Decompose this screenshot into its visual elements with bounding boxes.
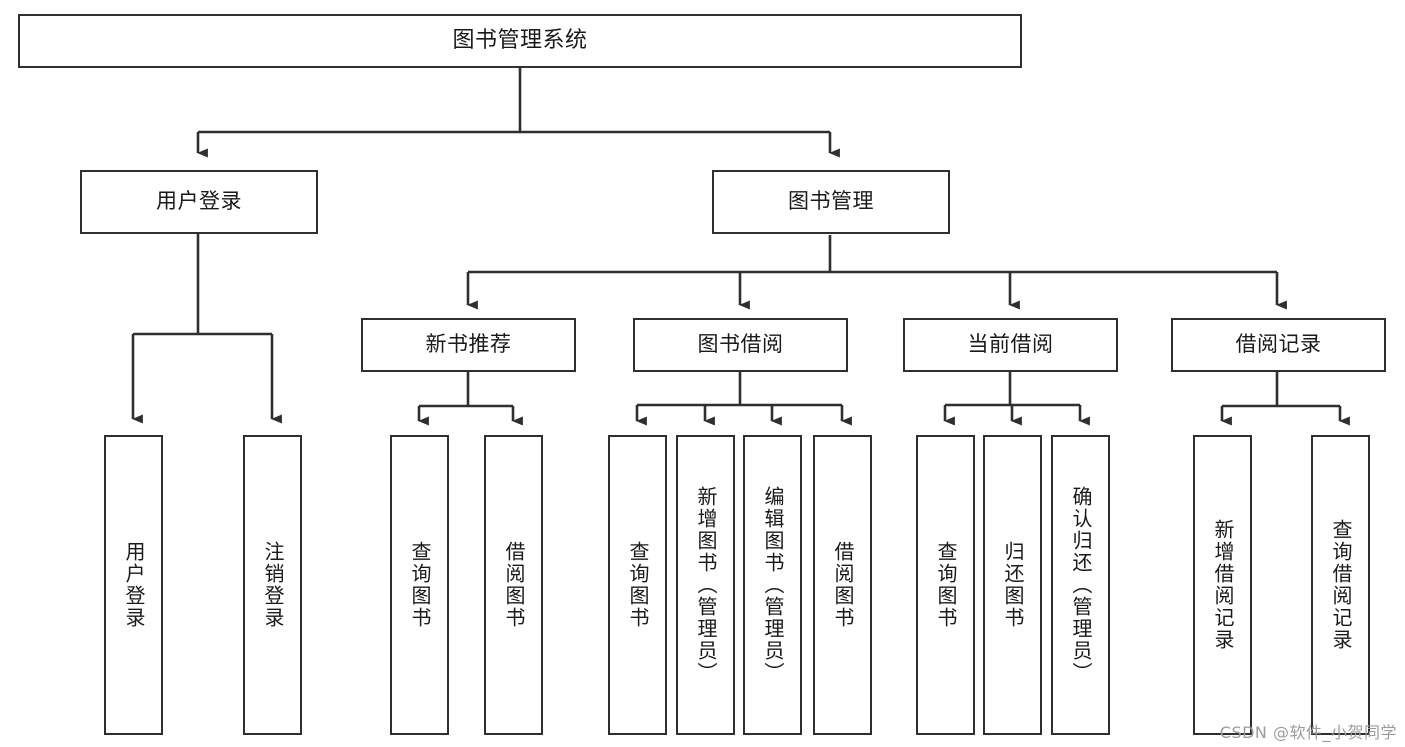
leaf-add-record[interactable]: 新增借阅记录 <box>1193 435 1252 735</box>
leaf-query-books-2[interactable]: 查询图书 <box>608 435 667 735</box>
leaf-user-login[interactable]: 用户登录 <box>104 435 163 735</box>
leaf-edit-book-label: 编辑图书（管理员） <box>761 486 785 684</box>
node-borrow-records-label: 借阅记录 <box>1235 332 1322 357</box>
node-book-borrow-label: 图书借阅 <box>697 332 784 357</box>
leaf-query-record-label: 查询借阅记录 <box>1329 519 1353 651</box>
leaf-query-record[interactable]: 查询借阅记录 <box>1311 435 1370 735</box>
leaf-add-book-label: 新增图书（管理员） <box>694 486 718 684</box>
node-root[interactable]: 图书管理系统 <box>18 14 1022 68</box>
leaf-confirm-return[interactable]: 确认归还（管理员） <box>1051 435 1110 735</box>
node-current-borrow[interactable]: 当前借阅 <box>903 318 1118 372</box>
leaf-query-books-3-label: 查询图书 <box>934 541 958 629</box>
leaf-edit-book[interactable]: 编辑图书（管理员） <box>743 435 802 735</box>
leaf-logout[interactable]: 注销登录 <box>243 435 302 735</box>
watermark: CSDN @软件_小贺同学 <box>1219 723 1397 742</box>
leaf-query-books-1-label: 查询图书 <box>408 541 432 629</box>
leaf-borrow-books-2[interactable]: 借阅图书 <box>813 435 872 735</box>
node-new-book-recommend[interactable]: 新书推荐 <box>361 318 576 372</box>
leaf-add-book[interactable]: 新增图书（管理员） <box>676 435 735 735</box>
leaf-query-books-2-label: 查询图书 <box>626 541 650 629</box>
node-book-borrow[interactable]: 图书借阅 <box>633 318 848 372</box>
node-user-login-label: 用户登录 <box>156 189 242 214</box>
leaf-return-book[interactable]: 归还图书 <box>983 435 1042 735</box>
node-book-management[interactable]: 图书管理 <box>712 170 950 234</box>
node-user-login[interactable]: 用户登录 <box>80 170 318 234</box>
leaf-user-login-label: 用户登录 <box>122 541 146 629</box>
node-book-management-label: 图书管理 <box>788 189 874 214</box>
leaf-return-book-label: 归还图书 <box>1001 541 1025 629</box>
leaf-add-record-label: 新增借阅记录 <box>1211 519 1235 651</box>
leaf-confirm-return-label: 确认归还（管理员） <box>1069 486 1093 684</box>
node-root-label: 图书管理系统 <box>452 27 588 53</box>
node-current-borrow-label: 当前借阅 <box>967 332 1054 357</box>
leaf-borrow-books-2-label: 借阅图书 <box>831 541 855 629</box>
node-new-book-recommend-label: 新书推荐 <box>425 332 512 357</box>
node-borrow-records[interactable]: 借阅记录 <box>1171 318 1386 372</box>
leaf-query-books-3[interactable]: 查询图书 <box>916 435 975 735</box>
leaf-borrow-books-1-label: 借阅图书 <box>502 541 526 629</box>
leaf-query-books-1[interactable]: 查询图书 <box>390 435 449 735</box>
leaf-logout-label: 注销登录 <box>261 541 285 629</box>
leaf-borrow-books-1[interactable]: 借阅图书 <box>484 435 543 735</box>
